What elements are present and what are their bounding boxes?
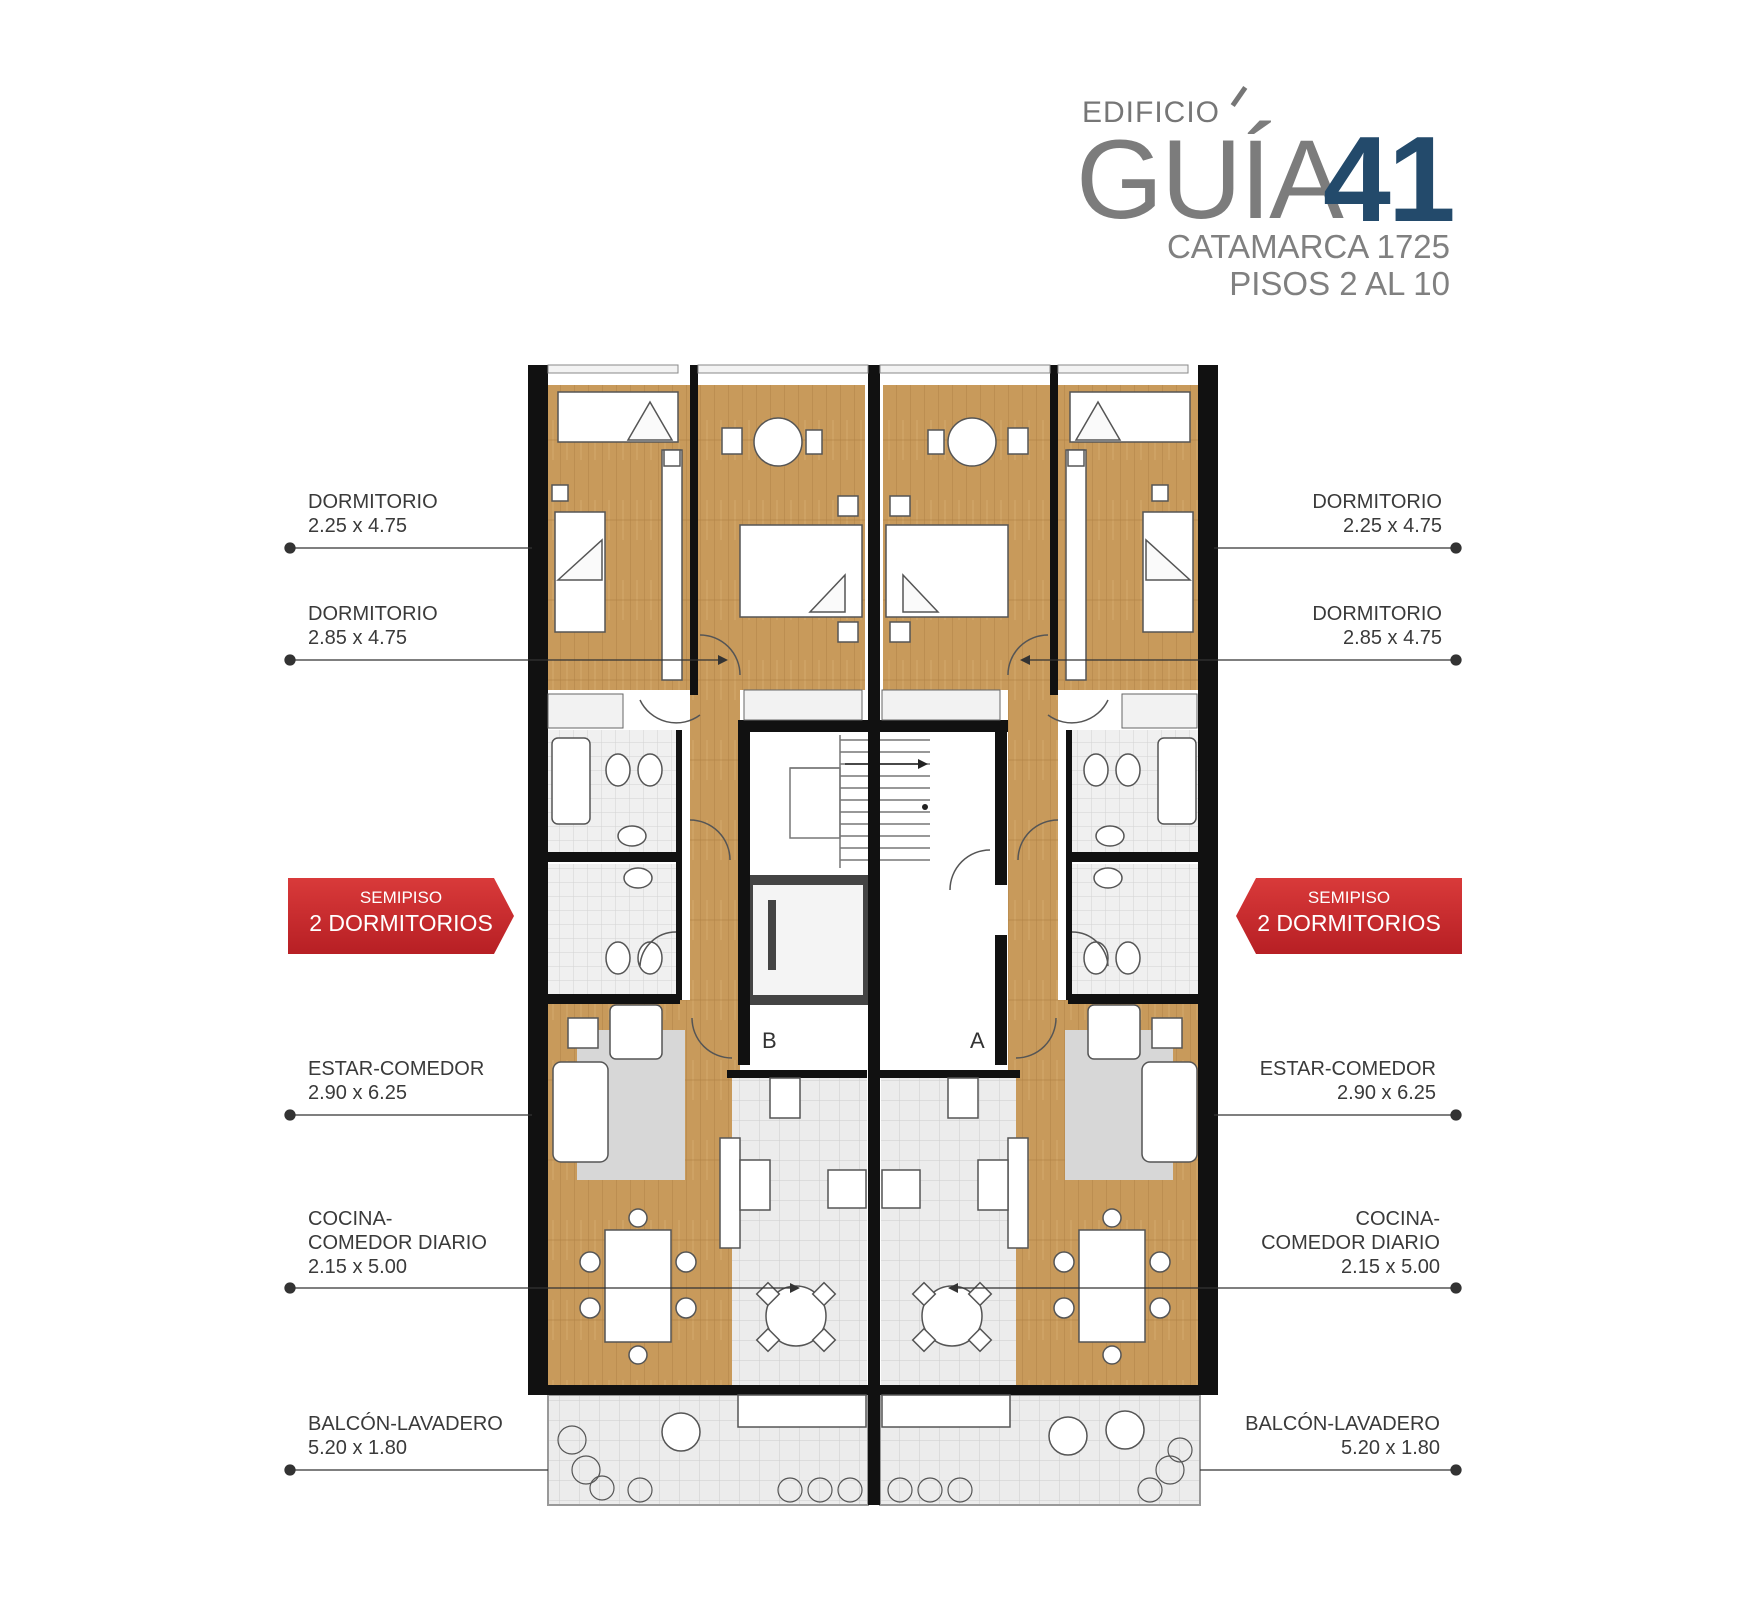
unit-b-label: B: [762, 1028, 777, 1053]
tag-right-big: 2 DORMITORIOS: [1257, 910, 1441, 936]
balcony-items: [661, 1394, 1145, 1456]
leader-lines: [284, 542, 1462, 1476]
elevator: [743, 875, 873, 1005]
closets: [547, 689, 1198, 729]
walls: [528, 365, 1218, 1505]
brand-name: GUÍA: [1076, 117, 1344, 242]
living-furniture-left: [552, 1004, 697, 1365]
kitchen-fixtures: [719, 1077, 1029, 1347]
tables-top: [721, 417, 1029, 467]
living-furniture-right: [1053, 1004, 1198, 1365]
doors: [639, 634, 1109, 1059]
semipiso-tag-right: SEMIPISO 2 DORMITORIOS: [1236, 878, 1462, 954]
bathroom-right-2: [1070, 864, 1200, 994]
beds-left: [551, 391, 863, 681]
brand-prefix: EDIFICIO: [1082, 96, 1221, 129]
unit-a-label: A: [970, 1028, 985, 1053]
brand-number: 41: [1323, 111, 1456, 247]
tag-right-small: SEMIPISO: [1307, 888, 1391, 907]
stairs: [789, 735, 930, 868]
tag-left-small: SEMIPISO: [359, 888, 443, 907]
semipiso-tag-left: SEMIPISO 2 DORMITORIOS: [288, 878, 514, 954]
windows: [547, 364, 1189, 374]
tag-left-big: 2 DORMITORIOS: [309, 910, 493, 936]
bathroom-left-2: [548, 864, 678, 994]
bath-fixtures: [551, 737, 1197, 975]
brand-address: CATAMARCA 1725: [1166, 228, 1450, 265]
brand-floors: PISOS 2 AL 10: [1229, 265, 1450, 302]
balcony-left: [547, 1394, 869, 1506]
plants: [557, 1425, 1193, 1503]
beds-right: [885, 391, 1194, 681]
